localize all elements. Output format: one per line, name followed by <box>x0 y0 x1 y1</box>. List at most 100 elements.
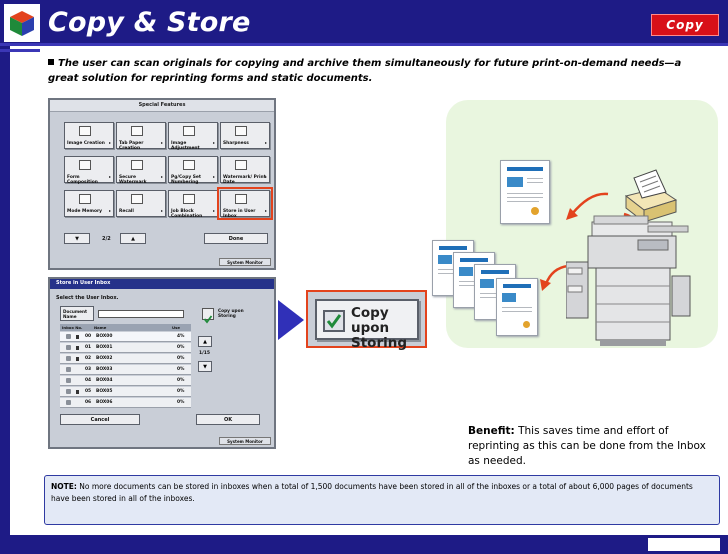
document-name-field[interactable] <box>98 310 184 318</box>
inbox-icon <box>66 378 71 383</box>
inbox-use: 0% <box>177 367 185 372</box>
inbox-use: 4% <box>177 334 185 339</box>
job-block-icon <box>183 194 195 204</box>
bullet-icon <box>48 59 54 65</box>
arrow-to-prints-icon <box>540 264 569 291</box>
arrow-icon: ▸ <box>264 174 267 179</box>
copy-upon-storing-zoom-label: Copy upon Storing <box>351 306 417 351</box>
system-monitor-button[interactable]: System Monitor <box>219 437 271 445</box>
store-inbox-icon <box>235 194 247 204</box>
column-name: Name <box>94 325 107 330</box>
page-indicator: 2/2 <box>102 236 111 242</box>
logo <box>4 4 40 42</box>
inbox-row[interactable]: 01 BOX01 0% <box>60 343 191 353</box>
feature-mode-memory[interactable]: Mode Memory ▸ <box>64 190 114 217</box>
feature-job-block-combination[interactable]: Job Block Combination ▸ <box>168 190 218 219</box>
inbox-use: 0% <box>177 356 185 361</box>
feature-image-adjustment[interactable]: Image Adjustment ▸ <box>168 122 218 151</box>
store-screen-title: Store in User Inbox <box>50 279 274 289</box>
special-features-screen: Special Features Image Creation ▸ Tab Pa… <box>48 98 276 270</box>
tab-paper-icon <box>131 126 143 136</box>
feature-label: Image Adjustment <box>171 141 200 151</box>
inbox-icon <box>66 389 71 394</box>
scroll-up-button[interactable]: ▲ <box>198 336 212 347</box>
page-up-button[interactable]: ▲ <box>120 233 146 244</box>
select-inbox-label: Select the User Inbox. <box>56 295 119 301</box>
benefit-text: Benefit: This saves time and effort of r… <box>468 424 708 469</box>
inbox-row[interactable]: 02 BOX02 0% <box>60 354 191 364</box>
feature-label: Store in User Inbox <box>223 209 256 219</box>
inbox-name: BOX01 <box>96 345 113 350</box>
feature-label: Tab Paper Creation <box>119 141 144 151</box>
header-stripe <box>0 49 40 52</box>
system-monitor-button[interactable]: System Monitor <box>219 258 271 266</box>
inbox-name: BOX03 <box>96 367 113 372</box>
inbox-row[interactable]: 03 BOX03 0% <box>60 365 191 375</box>
feature-recall[interactable]: Recall ▸ <box>116 190 166 217</box>
inbox-no: 05 <box>85 389 92 394</box>
arrow-to-document-icon <box>566 192 609 220</box>
arrow-icon: ▸ <box>160 174 163 179</box>
inbox-name: BOX06 <box>96 400 113 405</box>
inbox-use: 0% <box>177 378 185 383</box>
lock-icon <box>76 357 79 361</box>
arrow-icon: ▸ <box>108 174 111 179</box>
feature-label: Watermark/ Print Date <box>223 175 266 185</box>
inbox-row[interactable]: 04 BOX04 0% <box>60 376 191 386</box>
scroll-indicator: 1/15 <box>199 351 211 356</box>
cube-logo-icon <box>10 11 34 36</box>
inbox-icon <box>66 334 71 339</box>
feature-form-composition[interactable]: Form Composition ▸ <box>64 156 114 185</box>
feature-store-in-user-inbox[interactable]: Store in User Inbox ▸ <box>217 187 273 220</box>
feature-image-creation[interactable]: Image Creation ▸ <box>64 122 114 149</box>
feature-label: Sharpness <box>223 141 249 146</box>
page-down-button[interactable]: ▼ <box>64 233 90 244</box>
inbox-icon <box>66 345 71 350</box>
page-number-box <box>648 538 720 551</box>
column-inbox-no: Inbox No. <box>62 325 83 330</box>
feature-label: Image Creation <box>67 141 105 146</box>
lock-icon <box>76 390 79 394</box>
arrow-icon: ▸ <box>160 140 163 145</box>
inbox-storage-icon <box>624 169 678 224</box>
feature-sharpness[interactable]: Sharpness ▸ <box>220 122 270 149</box>
secure-watermark-icon <box>131 160 143 170</box>
header-bar: Copy & Store Copy <box>0 0 728 46</box>
done-button[interactable]: Done <box>204 233 268 244</box>
special-features-title: Special Features <box>50 100 274 112</box>
note-box: NOTE: No more documents can be stored in… <box>44 475 720 525</box>
checkmark-icon <box>203 315 213 324</box>
feature-secure-watermark[interactable]: Secure Watermark ▸ <box>116 156 166 185</box>
feature-tab-paper-creation[interactable]: Tab Paper Creation ▸ <box>116 122 166 151</box>
benefit-label: Benefit: <box>468 425 515 437</box>
ok-button[interactable]: OK <box>196 414 260 425</box>
intro-body: The user can scan originals for copying … <box>48 58 682 84</box>
inbox-name: BOX04 <box>96 378 113 383</box>
inbox-use: 0% <box>177 345 185 350</box>
inbox-use: 0% <box>177 400 185 405</box>
page-title: Copy & Store <box>48 7 251 38</box>
inbox-row[interactable]: 00 BOX00 4% <box>60 332 191 342</box>
copy-upon-storing-button[interactable]: Copy upon Storing <box>315 299 419 351</box>
mode-memory-icon <box>79 194 91 204</box>
printed-document <box>496 278 538 336</box>
intro-text: The user can scan originals for copying … <box>48 56 688 86</box>
feature-label: Recall <box>119 209 134 214</box>
arrow-icon: ▸ <box>108 208 111 213</box>
cancel-button[interactable]: Cancel <box>60 414 140 425</box>
inbox-no: 00 <box>85 334 92 339</box>
feature-label: Form Composition <box>67 175 98 185</box>
copy-upon-storing-checkbox[interactable] <box>202 308 214 324</box>
scroll-down-button[interactable]: ▼ <box>198 361 212 372</box>
arrow-icon: ▸ <box>264 208 267 213</box>
feature-label: Secure Watermark <box>119 175 147 185</box>
inbox-name: BOX00 <box>96 334 113 339</box>
feature-watermark-print-date[interactable]: Watermark/ Print Date ▸ <box>220 156 270 185</box>
feature-label: Pg/Copy Set Numbering <box>171 175 201 185</box>
inbox-row[interactable]: 05 BOX05 0% <box>60 387 191 397</box>
feature-numbering[interactable]: Pg/Copy Set Numbering ▸ <box>168 156 218 185</box>
inbox-row[interactable]: 06 BOX06 0% <box>60 398 191 408</box>
document-name-button[interactable]: Document Name <box>60 306 94 321</box>
inbox-name: BOX05 <box>96 389 113 394</box>
feature-label: Mode Memory <box>67 209 103 214</box>
